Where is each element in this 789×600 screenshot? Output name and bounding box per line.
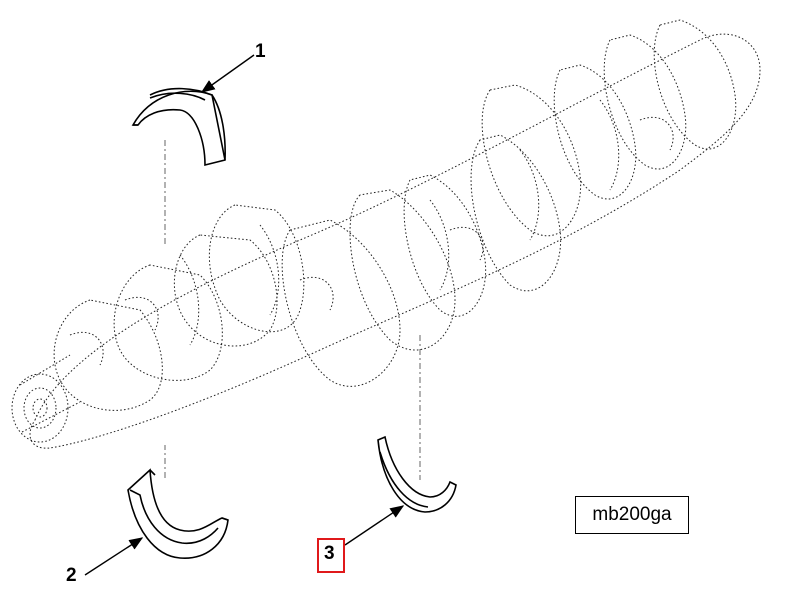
callout-label-1: 1	[255, 41, 266, 62]
crankshaft-outline	[11, 19, 761, 449]
callout-label-3: 3	[324, 543, 335, 564]
thrust-bearing-half	[377, 435, 457, 513]
callout-3-highlight-box	[317, 538, 345, 573]
callout-arrow-2	[84, 537, 144, 576]
reference-code-box: mb200ga	[575, 496, 689, 534]
callout-arrow-3	[344, 505, 405, 546]
reference-code: mb200ga	[592, 504, 672, 525]
lower-bearing-shell	[127, 468, 229, 559]
callout-label-2: 2	[66, 565, 77, 586]
upper-bearing-shell	[131, 87, 226, 167]
callout-arrow-1	[200, 54, 255, 93]
